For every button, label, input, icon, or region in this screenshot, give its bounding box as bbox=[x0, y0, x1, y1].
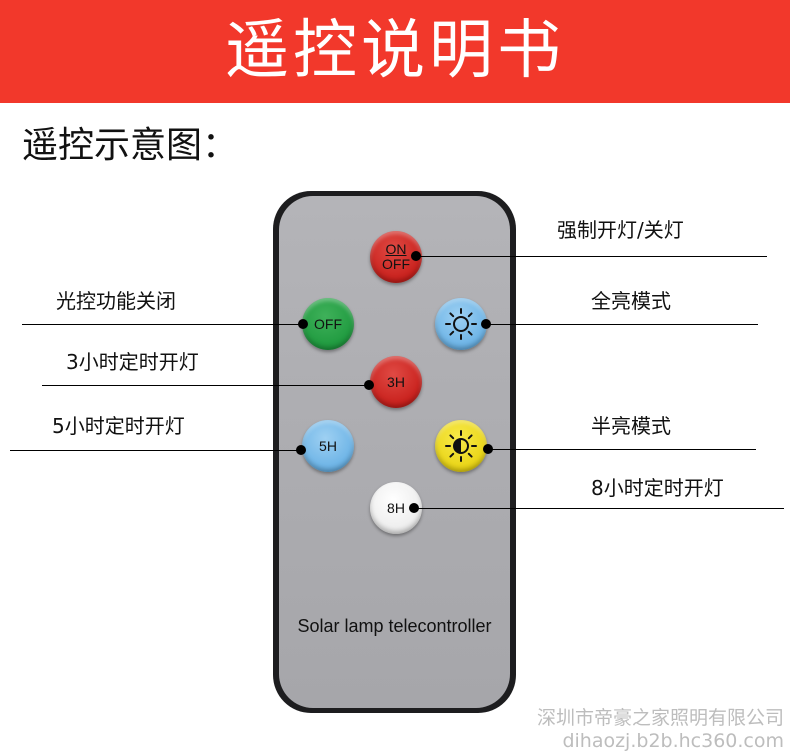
full-bright-button[interactable] bbox=[435, 298, 487, 350]
callout-line-3h bbox=[42, 385, 370, 386]
callout-line-5h bbox=[10, 450, 304, 451]
remote-control: ON OFF OFF 3H 5H bbox=[273, 191, 516, 713]
off-label: OFF bbox=[382, 256, 410, 272]
light-control-off-button[interactable]: OFF bbox=[302, 298, 354, 350]
callout-dot-on-off bbox=[411, 251, 421, 261]
callout-dot-5h bbox=[296, 445, 306, 455]
callout-line-on-off bbox=[416, 256, 767, 257]
section-title: 遥控示意图： bbox=[22, 125, 239, 166]
label-light-control-off: 光控功能关闭 bbox=[56, 289, 176, 313]
header-banner: 遥控说明书 bbox=[0, 0, 790, 103]
timer-3h-button[interactable]: 3H bbox=[370, 356, 422, 408]
remote-brand-text: Solar lamp telecontroller bbox=[297, 616, 492, 636]
half-sun-icon bbox=[445, 430, 477, 462]
callout-line-half-bright bbox=[488, 449, 756, 450]
off-button-label: OFF bbox=[314, 316, 342, 332]
watermark-site: dihaozj.b2b.hc360.com bbox=[562, 730, 784, 752]
label-full-bright: 全亮模式 bbox=[591, 289, 671, 313]
callout-dot-3h bbox=[364, 380, 374, 390]
callout-dot-half-bright bbox=[483, 444, 493, 454]
timer-5h-label: 5H bbox=[319, 438, 337, 454]
half-bright-button[interactable] bbox=[435, 420, 487, 472]
callout-line-full-bright bbox=[486, 324, 758, 325]
callout-dot-off bbox=[298, 319, 308, 329]
callout-line-8h bbox=[414, 508, 784, 509]
timer-5h-button[interactable]: 5H bbox=[302, 420, 354, 472]
watermark-company: 深圳市帝豪之家照明有限公司 bbox=[536, 707, 784, 729]
label-timer-5h: 5小时定时开灯 bbox=[52, 414, 185, 438]
on-label: ON bbox=[385, 241, 407, 257]
timer-8h-label: 8H bbox=[387, 500, 405, 516]
label-force-on-off: 强制开灯/关灯 bbox=[557, 218, 684, 242]
callout-line-off bbox=[22, 324, 306, 325]
sun-icon bbox=[445, 308, 477, 340]
label-half-bright: 半亮模式 bbox=[591, 414, 671, 438]
label-timer-3h: 3小时定时开灯 bbox=[66, 350, 199, 374]
timer-3h-label: 3H bbox=[387, 374, 405, 390]
callout-dot-8h bbox=[409, 503, 419, 513]
label-timer-8h: 8小时定时开灯 bbox=[591, 476, 724, 500]
page-title: 遥控说明书 bbox=[225, 14, 565, 88]
callout-dot-full-bright bbox=[481, 319, 491, 329]
